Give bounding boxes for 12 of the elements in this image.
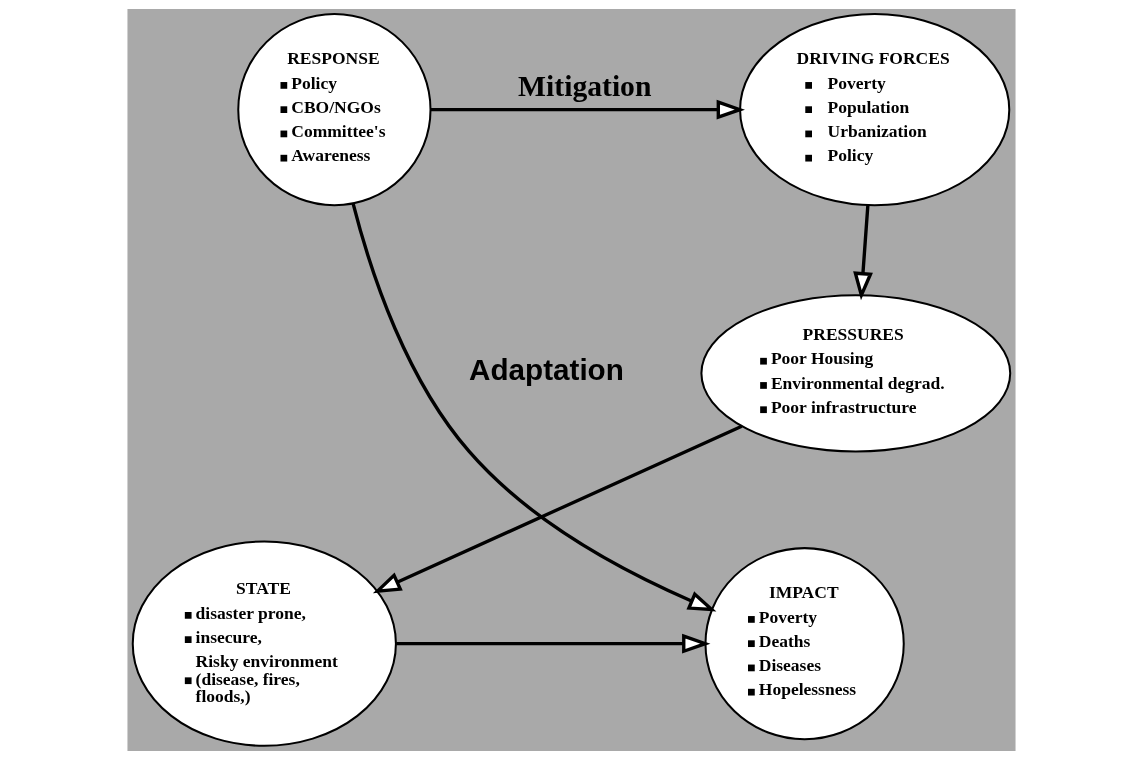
edge-label: Adaptation xyxy=(469,352,624,386)
arrow xyxy=(351,202,717,611)
arrow xyxy=(396,633,711,654)
node-ellipse: DRIVING FORCES Poverty Population Urbanization Policy xyxy=(739,12,1011,206)
node-ellipse: PRESSURES Poor Housing Environmental degrad. Poor infrastructure xyxy=(700,293,1012,452)
arrow xyxy=(853,204,873,300)
node-ellipse: STATE disaster prone, insecure, Risky environment (disease, fires, floods,) xyxy=(131,540,397,747)
arrow xyxy=(431,99,745,120)
arrow xyxy=(372,424,743,593)
edge-label: Mitigation xyxy=(518,69,652,102)
node-circle: IMPACT Poverty Deaths Diseases Hopelessness xyxy=(704,546,905,740)
node-circle: RESPONSE Policy CBO/NGOs Committee's Awareness xyxy=(237,12,432,206)
